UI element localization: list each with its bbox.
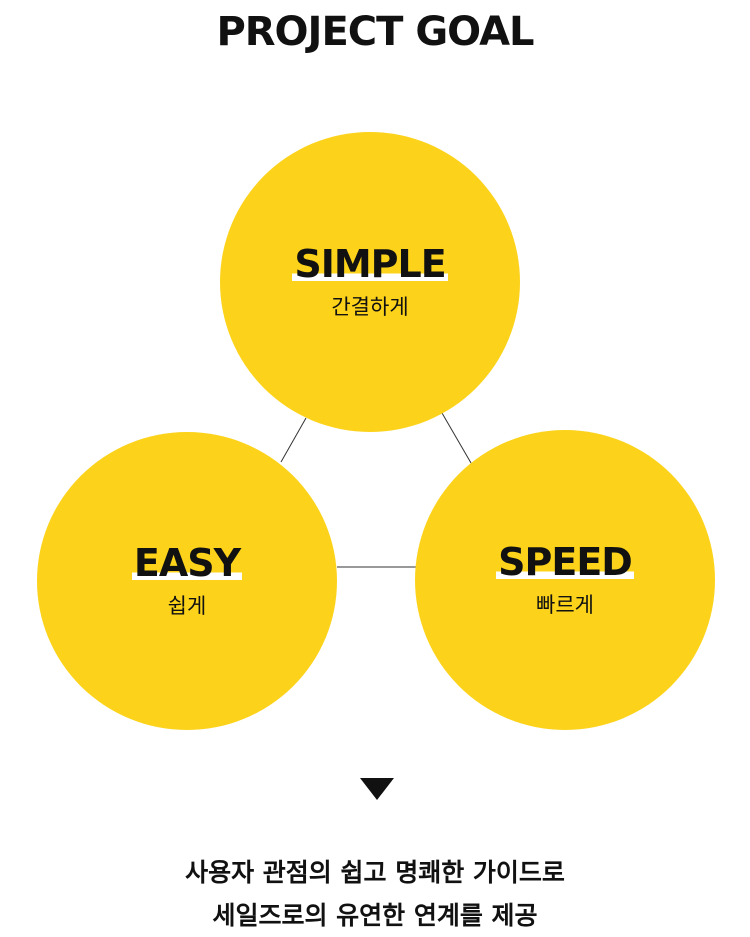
goal-circle-easy: EASY 쉽게 (37, 432, 337, 730)
goal-label-speed: SPEED (496, 540, 634, 584)
page-title: PROJECT GOAL (216, 9, 534, 55)
description-line-1: 사용자 관점의 쉽고 명쾌한 가이드로 (185, 858, 565, 887)
goal-circle-speed: SPEED 빠르게 (415, 430, 715, 730)
goal-label-simple: SIMPLE (292, 242, 448, 286)
goal-sub-simple: 간결하게 (331, 295, 409, 319)
goal-sub-easy: 쉽게 (167, 594, 207, 618)
description-line-2: 세일즈로의 유연한 연계를 제공 (212, 901, 538, 930)
connector-simple-easy (280, 417, 307, 463)
goal-label-easy: EASY (131, 541, 243, 585)
connector-simple-speed (441, 412, 472, 464)
goal-circle-simple: SIMPLE 간결하게 (220, 132, 520, 432)
down-arrow-icon (360, 778, 394, 800)
goal-sub-speed: 빠르게 (536, 593, 594, 617)
